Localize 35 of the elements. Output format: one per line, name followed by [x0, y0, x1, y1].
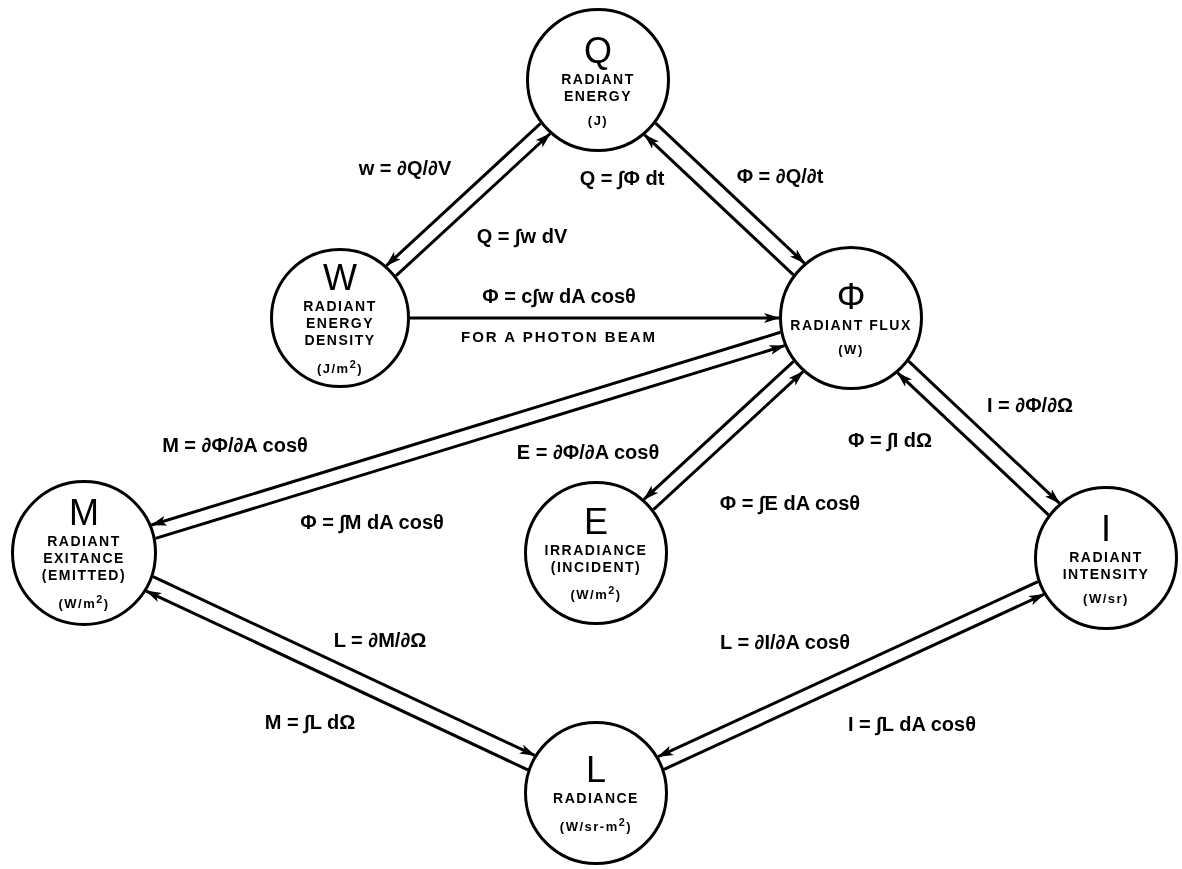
quantity-name: RADIANT ENERGY DENSITY — [302, 298, 378, 350]
arrow — [145, 589, 529, 772]
arrow — [385, 122, 542, 267]
quantity-name: RADIANT ENERGY — [560, 70, 636, 105]
symbol-letter: L — [586, 752, 606, 789]
arrow — [152, 575, 536, 757]
unit-text: (W/m$^{2}$) — [58, 592, 110, 611]
symbol-letter: W — [323, 260, 357, 297]
unit-text: (W/m$^{2}$) — [570, 583, 622, 603]
quantity-name: RADIANT FLUX — [790, 317, 912, 334]
symbol-letter: Q — [584, 32, 612, 69]
note-text: FOR A PHOTON BEAM — [461, 327, 657, 345]
arrow — [907, 360, 1061, 505]
quantity-name: RADIANT INTENSITY — [1061, 548, 1151, 583]
quantity-name: RADIANT EXITANCE (EMITTED) — [40, 533, 128, 585]
symbol-letter: I — [1101, 510, 1111, 547]
arrow — [410, 313, 780, 323]
arrow — [654, 122, 806, 265]
quantity-name: RADIANCE — [553, 790, 639, 808]
arrow — [657, 580, 1039, 758]
unit-text: (W) — [838, 342, 864, 357]
arrow — [663, 593, 1045, 771]
arrow — [642, 360, 795, 501]
unit-text: (J/m$^{2}$) — [316, 357, 364, 376]
unit-text: (W/sr) — [1083, 590, 1129, 606]
symbol-letter: M — [69, 495, 99, 532]
arrow — [394, 132, 552, 278]
unit-text: (J) — [587, 112, 609, 128]
arrow — [652, 370, 805, 511]
arrow — [896, 371, 1050, 516]
symbol-letter: E — [584, 503, 608, 540]
arrow — [643, 133, 795, 276]
unit-text: (W/sr-m$^{2}$) — [559, 815, 633, 834]
quantity-name: IRRADIANCE (INCIDENT) — [543, 541, 649, 576]
symbol-letter: Φ — [836, 279, 866, 315]
